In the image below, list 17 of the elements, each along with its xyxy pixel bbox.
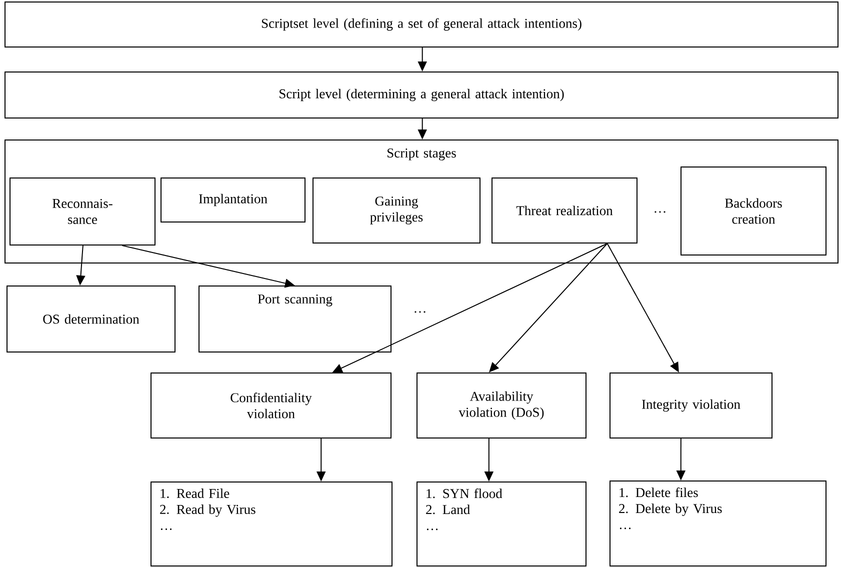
process-box: Backdoors creation bbox=[680, 166, 826, 256]
process-box: Scriptset level (defining a set of general attack intentions) bbox=[4, 2, 838, 48]
process-box: Confidentiality violation bbox=[150, 372, 392, 438]
process-box: Integrity violation bbox=[610, 372, 772, 438]
process-box: Implantation bbox=[160, 178, 306, 222]
process-box: Reconnais- sance bbox=[10, 178, 156, 246]
process-box: Availability violation (DoS) bbox=[416, 372, 586, 438]
process-box: Gaining privileges bbox=[312, 178, 480, 244]
ellipsis: … bbox=[654, 211, 666, 213]
process-box: Script level (determining a general attack intention) bbox=[4, 72, 838, 118]
process-box: Threat realization bbox=[492, 178, 638, 244]
ellipsis: … bbox=[414, 311, 426, 313]
list-box: 1. SYN flood 2. Land … bbox=[416, 482, 586, 566]
list-box: 1. Read File 2. Read by Virus … bbox=[150, 482, 392, 566]
process-box: OS determination bbox=[6, 286, 176, 352]
process-box: Port scanning bbox=[198, 286, 392, 352]
list-box: 1. Delete files 2. Delete by Virus … bbox=[610, 480, 826, 566]
